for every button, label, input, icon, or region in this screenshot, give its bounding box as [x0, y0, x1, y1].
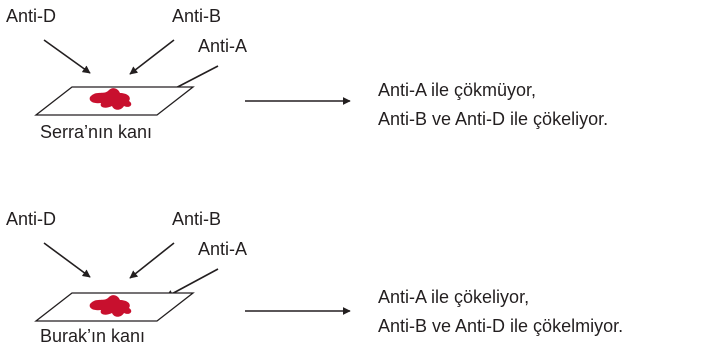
panel-serra [34, 39, 351, 116]
anti-b-label: Anti-B [172, 209, 222, 229]
result-line-2: Anti-B ve Anti-D ile çökelmiyor. [378, 316, 624, 336]
anti-d-arrow [43, 39, 91, 74]
panel-burak [34, 242, 351, 322]
anti-d-label: Anti-D [6, 209, 57, 229]
blood-drop [89, 88, 132, 110]
anti-d-arrow [43, 242, 91, 278]
anti-b-label: Anti-B [172, 6, 222, 26]
result-line-1: Anti-A ile çökmüyor, [378, 80, 537, 100]
sample-label: Serra’nın kanı [40, 122, 153, 142]
blood-drop [89, 295, 132, 317]
anti-a-arrow [165, 268, 219, 298]
anti-b-arrow [129, 39, 175, 75]
anti-a-label: Anti-A [198, 239, 248, 259]
anti-a-label: Anti-A [198, 36, 248, 56]
anti-b-arrow [129, 242, 175, 279]
result-line-2: Anti-B ve Anti-D ile çökeliyor. [378, 109, 609, 129]
result-line-1: Anti-A ile çökeliyor, [378, 287, 530, 307]
anti-d-label: Anti-D [6, 6, 57, 26]
sample-label: Burak’ın kanı [40, 326, 146, 346]
